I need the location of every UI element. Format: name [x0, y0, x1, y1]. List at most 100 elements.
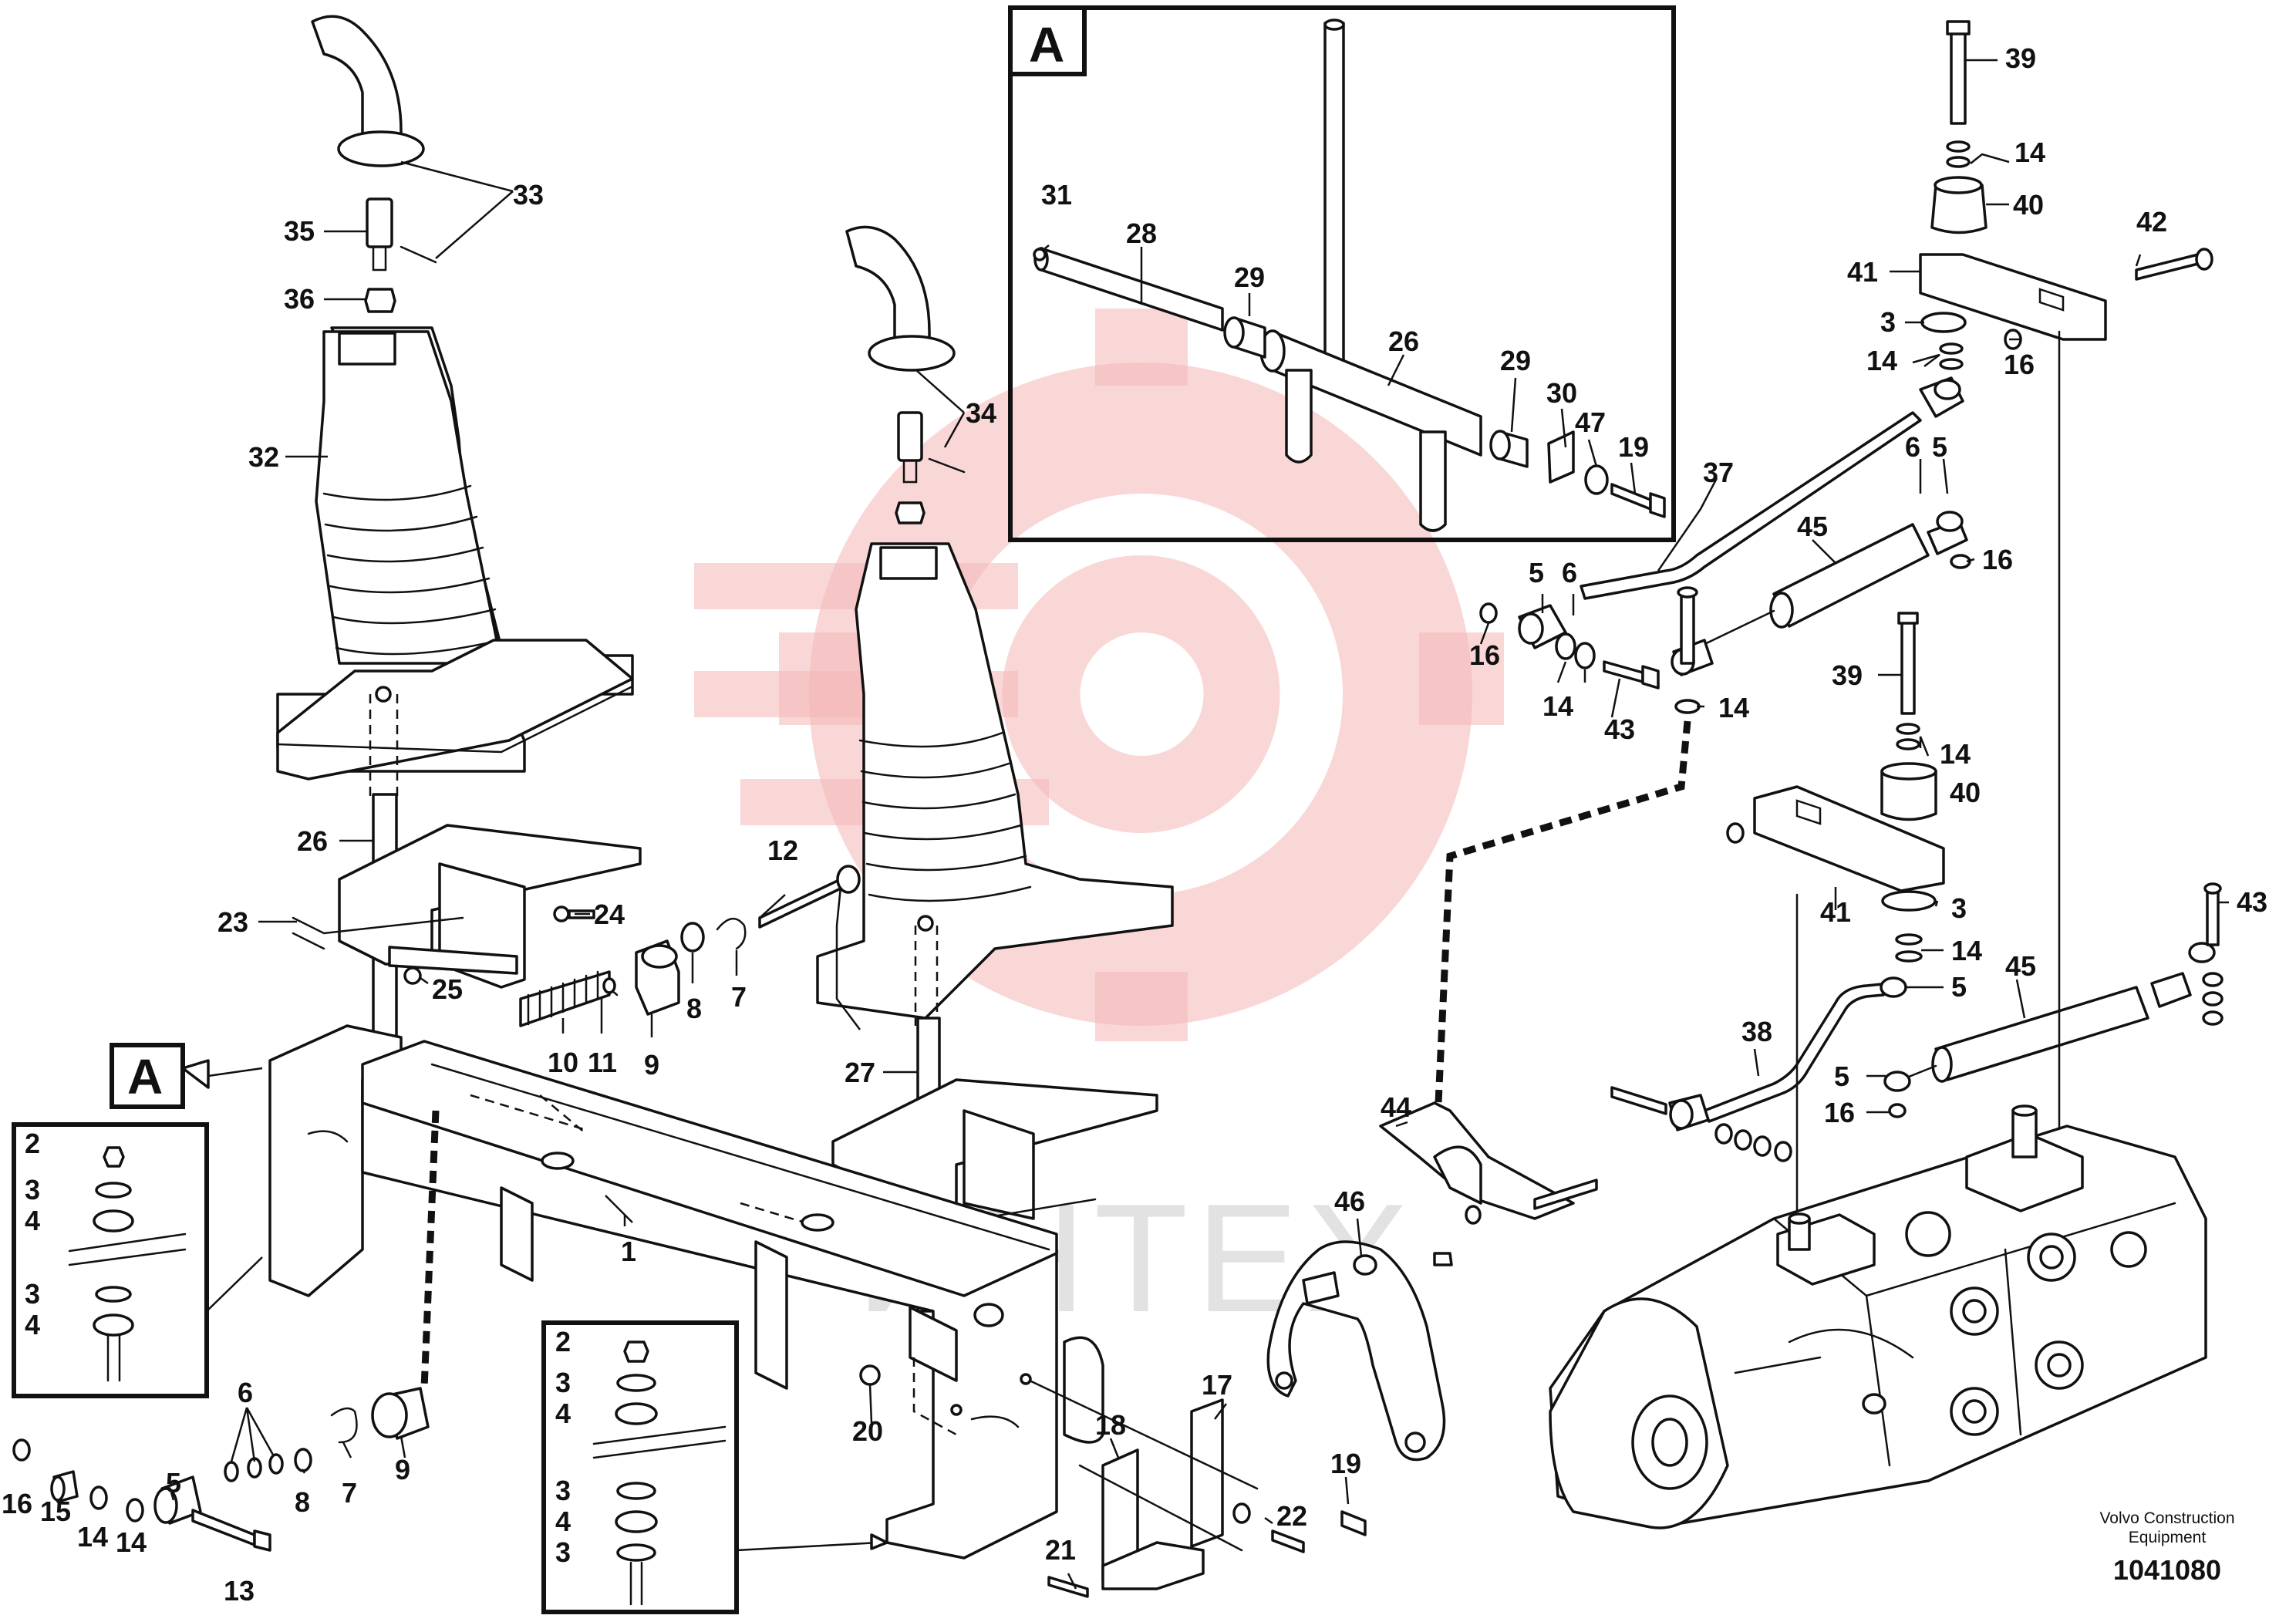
detail-a-frame: A [1008, 5, 1676, 542]
callout-2-boxbottom: 2 [555, 1326, 571, 1357]
left-lever-assembly [276, 15, 642, 1097]
callout-14-top: 14 [2014, 137, 2045, 168]
callout-14-upper-right: 14 [1718, 692, 1749, 723]
callout-40-mid: 40 [1950, 777, 1981, 808]
callout-14-mid: 14 [1940, 738, 1971, 770]
lower-link-hardware [12, 1110, 440, 1552]
washer-stack-box-bottom [541, 1320, 888, 1614]
callout-3-boxbottom-b: 3 [555, 1475, 571, 1506]
callout-30: 30 [1546, 377, 1577, 409]
frame-reference-a: A [110, 1043, 263, 1109]
callout-42: 42 [2136, 206, 2167, 238]
lower-linkage [1610, 330, 2224, 1220]
callout-25: 25 [432, 973, 463, 1005]
callout-45-lower: 45 [2005, 950, 2036, 982]
callout-3-top: 3 [1880, 306, 1896, 338]
callout-7-lower: 7 [342, 1477, 357, 1509]
callout-29-right: 29 [1500, 345, 1531, 376]
callout-1: 1 [621, 1236, 636, 1267]
callout-14-lower-left-b: 14 [116, 1526, 147, 1558]
callout-12: 12 [767, 835, 798, 866]
callout-3-boxbottom-a: 3 [555, 1367, 571, 1398]
callout-47: 47 [1575, 406, 1606, 438]
callout-2-boxleft: 2 [25, 1128, 40, 1159]
callout-7-mid: 7 [731, 981, 747, 1013]
callout-34: 34 [966, 397, 996, 429]
callout-38: 38 [1741, 1016, 1772, 1047]
callout-3-boxleft-a: 3 [25, 1174, 40, 1206]
mount-brackets [859, 1364, 1367, 1598]
callout-44: 44 [1381, 1091, 1411, 1123]
callout-31: 31 [1041, 179, 1072, 211]
callout-16-right: 16 [1982, 544, 2013, 575]
callout-3-boxbottom-c: 3 [555, 1536, 571, 1568]
callout-19-detail: 19 [1618, 431, 1649, 463]
callout-13: 13 [224, 1575, 255, 1607]
callout-41-mid: 41 [1820, 896, 1851, 928]
callout-35: 35 [284, 215, 315, 247]
callout-10: 10 [548, 1047, 578, 1078]
washer-stack-box-left [12, 1122, 263, 1398]
callout-9-lower: 9 [395, 1454, 410, 1485]
detent-assembly [519, 865, 861, 1027]
callout-5-lower-right: 5 [1951, 971, 1967, 1003]
callout-16-lower-left: 16 [2, 1488, 32, 1519]
callout-46: 46 [1334, 1185, 1365, 1217]
callout-40-top: 40 [2013, 189, 2044, 221]
credit-line-2: Equipment [2129, 1529, 2207, 1546]
callout-26-left: 26 [297, 825, 328, 857]
callout-29-left: 29 [1234, 261, 1265, 293]
callout-17: 17 [1202, 1369, 1232, 1401]
pilot-valve-block [1549, 1104, 2207, 1529]
callout-37: 37 [1703, 457, 1734, 488]
callout-3-boxleft-b: 3 [25, 1278, 40, 1310]
callout-22: 22 [1276, 1500, 1307, 1532]
callout-14-lower-left-a: 14 [77, 1521, 108, 1553]
document-number: 1041080 [2113, 1554, 2221, 1586]
callout-5-upper: 5 [1529, 557, 1544, 588]
callout-16-lower: 16 [1824, 1097, 1855, 1128]
callout-5-right: 5 [1932, 431, 1947, 463]
credit-line-1: Volvo Construction [2099, 1509, 2234, 1527]
frame-reference-a-label: A [127, 1049, 163, 1104]
callout-15: 15 [40, 1496, 71, 1527]
callout-14-lower: 14 [1951, 935, 1982, 966]
callout-14-upper: 14 [1542, 690, 1573, 722]
bracket-and-fork [1266, 1101, 1598, 1462]
callout-26-detail: 26 [1388, 325, 1419, 357]
callout-28: 28 [1126, 218, 1157, 249]
callout-16-top: 16 [2004, 349, 2035, 380]
callout-18: 18 [1095, 1409, 1126, 1441]
callout-8-mid: 8 [686, 993, 702, 1024]
callout-16-upper-left: 16 [1469, 639, 1500, 671]
callout-19-lower: 19 [1330, 1448, 1361, 1479]
callout-39-top: 39 [2005, 42, 2036, 74]
callout-4-boxleft-a: 4 [25, 1205, 40, 1236]
base-frame [268, 1024, 1104, 1560]
upper-linkage [1435, 20, 2213, 1104]
callout-4-boxleft-b: 4 [25, 1309, 40, 1340]
callout-24: 24 [594, 899, 625, 930]
callout-6-right: 6 [1905, 431, 1920, 463]
callout-33: 33 [513, 179, 544, 211]
callout-5-lower-left: 5 [1834, 1061, 1849, 1092]
callout-36: 36 [284, 283, 315, 315]
callout-45-upper: 45 [1797, 511, 1828, 542]
callout-41-top: 41 [1847, 256, 1878, 288]
detail-a-label: A [1029, 17, 1064, 73]
callout-4-boxbottom-b: 4 [555, 1506, 571, 1537]
callout-21: 21 [1045, 1534, 1076, 1566]
callout-6-lower: 6 [238, 1377, 253, 1408]
callout-6-upper: 6 [1562, 557, 1577, 588]
callout-32: 32 [248, 441, 279, 473]
leader-lines [170, 59, 2229, 1590]
callout-43-lower: 43 [2237, 886, 2267, 918]
callout-14-mid-top: 14 [1866, 345, 1897, 376]
callout-23: 23 [217, 906, 248, 938]
callout-4-boxbottom-a: 4 [555, 1398, 571, 1429]
callout-43-upper: 43 [1604, 713, 1635, 745]
callout-9-mid: 9 [644, 1049, 659, 1081]
callout-labels: 33 35 36 32 26 23 24 25 34 27 12 10 11 9… [2, 42, 2267, 1607]
callout-39-mid: 39 [1832, 659, 1863, 691]
